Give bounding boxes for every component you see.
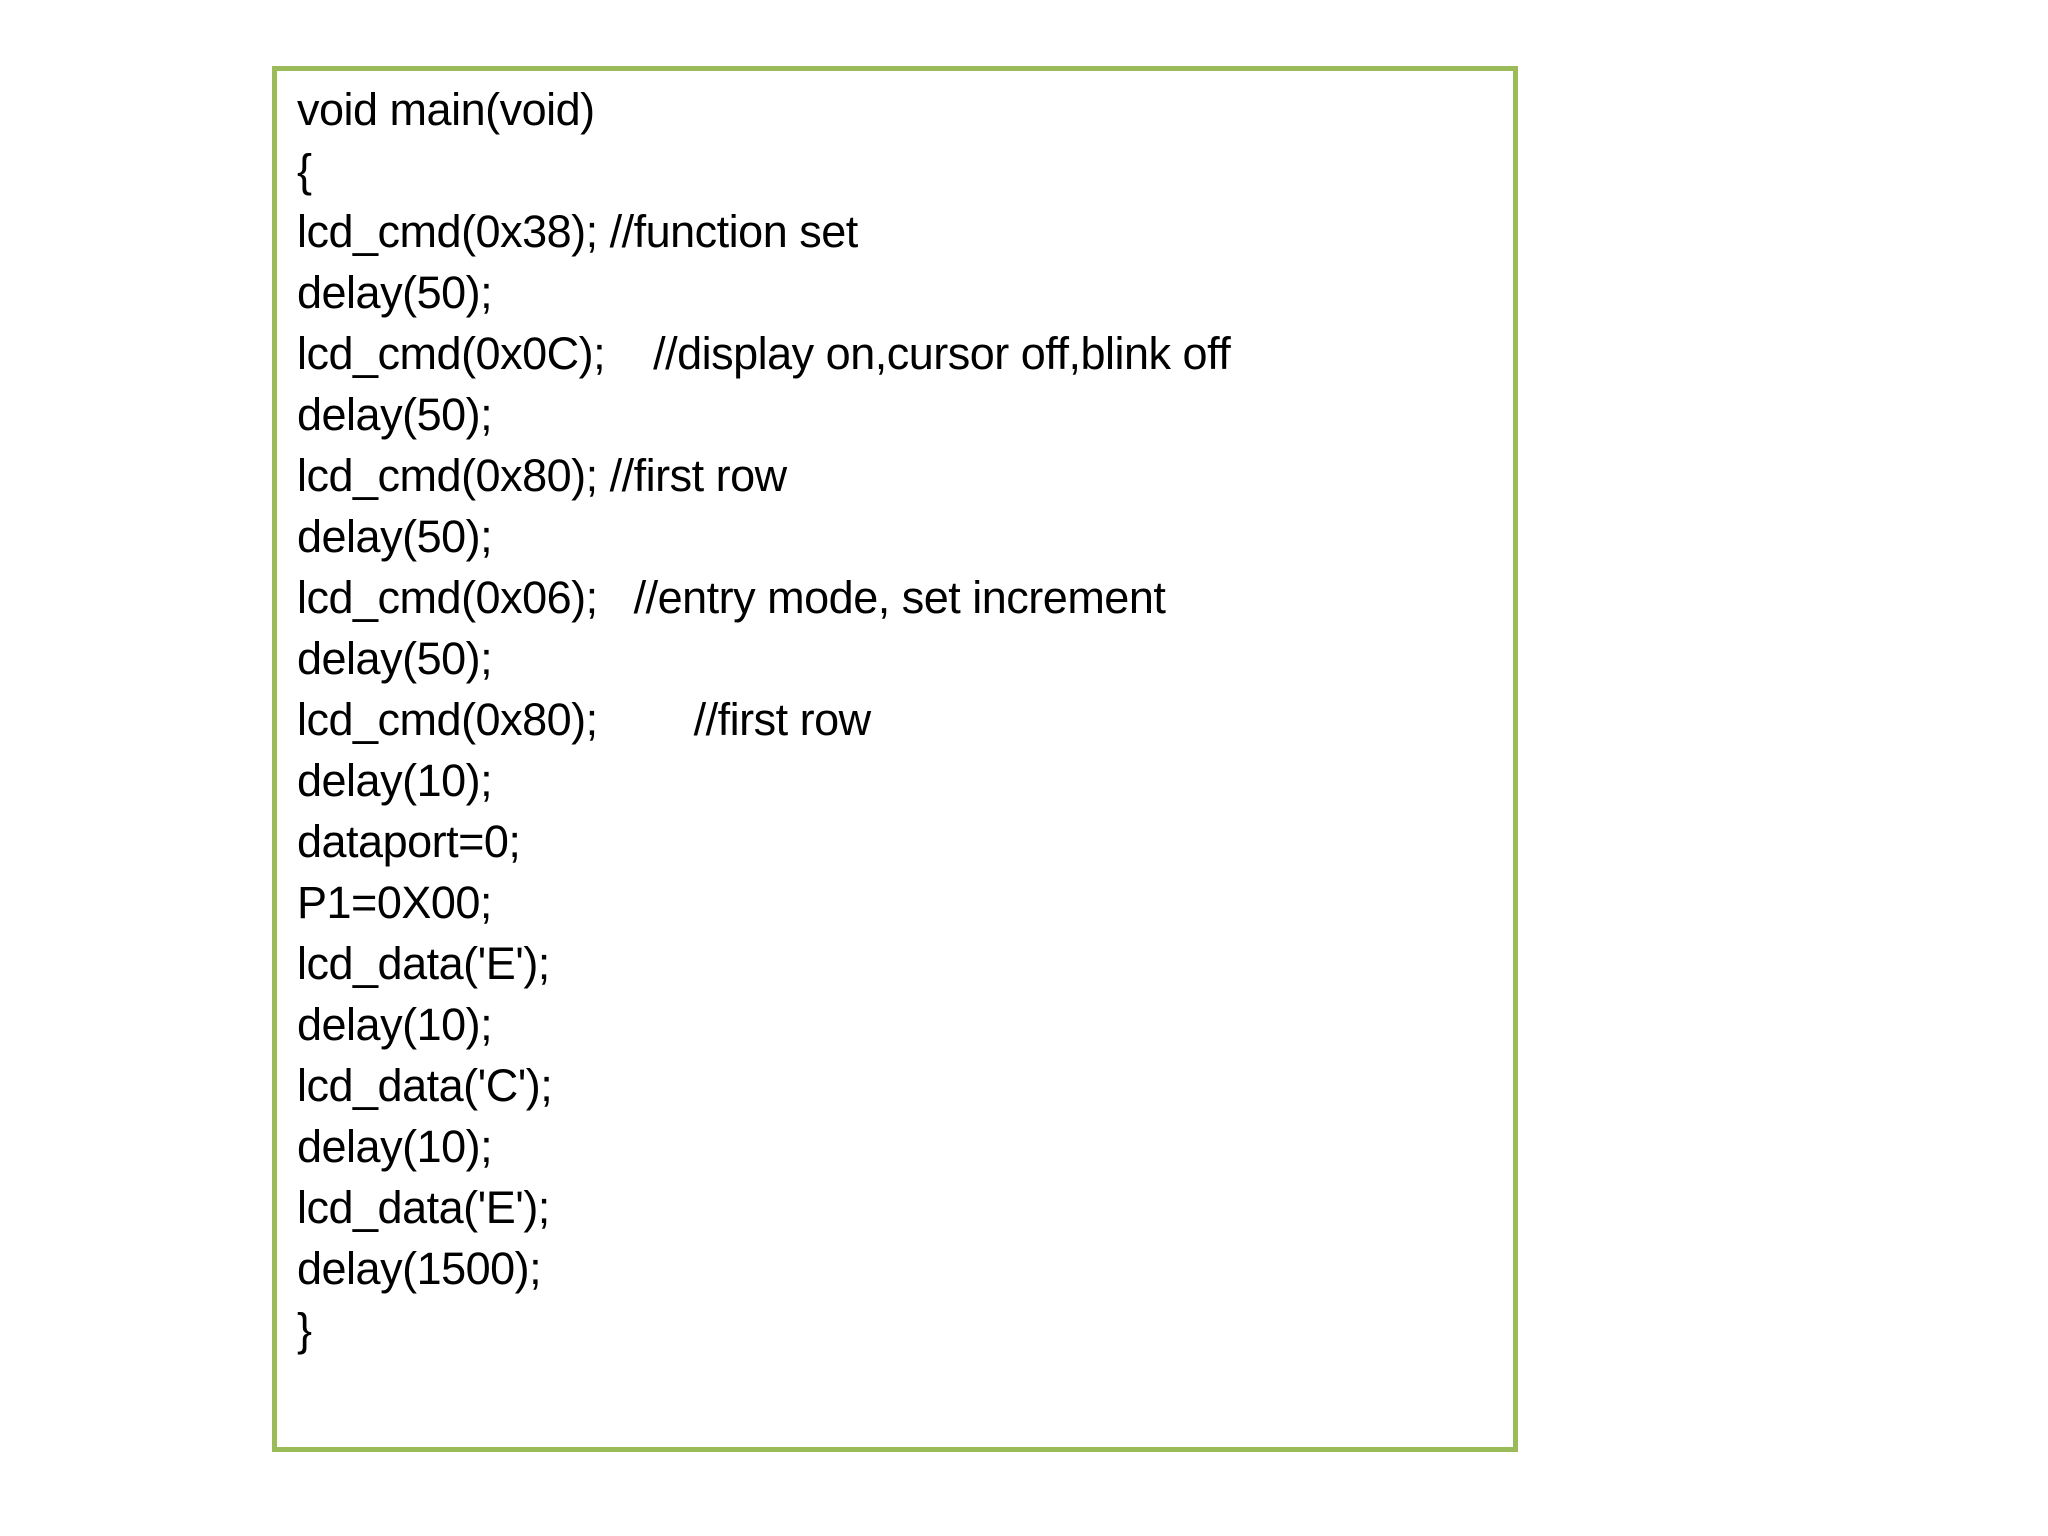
code-line-12: delay(10); (297, 755, 493, 806)
code-line-2: { (297, 145, 312, 196)
code-line-6: delay(50); (297, 389, 493, 440)
code-box: void main(void) { lcd_cmd(0x38); //funct… (272, 66, 1518, 1452)
code-block: void main(void) { lcd_cmd(0x38); //funct… (277, 71, 1513, 1360)
code-line-19: lcd_data('E'); (297, 1182, 550, 1233)
code-line-18: delay(10); (297, 1121, 493, 1172)
code-line-8: delay(50); (297, 511, 493, 562)
code-line-7: lcd_cmd(0x80); //first row (297, 450, 787, 501)
code-line-9: lcd_cmd(0x06); //entry mode, set increme… (297, 572, 1166, 623)
code-line-16: delay(10); (297, 999, 493, 1050)
code-line-10: delay(50); (297, 633, 493, 684)
code-line-3: lcd_cmd(0x38); //function set (297, 206, 858, 257)
code-line-15: lcd_data('E'); (297, 938, 550, 989)
code-line-1: void main(void) (297, 84, 595, 135)
code-line-17: lcd_data('C'); (297, 1060, 553, 1111)
code-line-11: lcd_cmd(0x80); //first row (297, 694, 871, 745)
code-line-5: lcd_cmd(0x0C); //display on,cursor off,b… (297, 328, 1231, 379)
code-line-13: dataport=0; (297, 816, 521, 867)
code-line-21: } (297, 1304, 312, 1355)
code-line-20: delay(1500); (297, 1243, 542, 1294)
code-line-14: P1=0X00; (297, 877, 492, 928)
code-line-4: delay(50); (297, 267, 493, 318)
